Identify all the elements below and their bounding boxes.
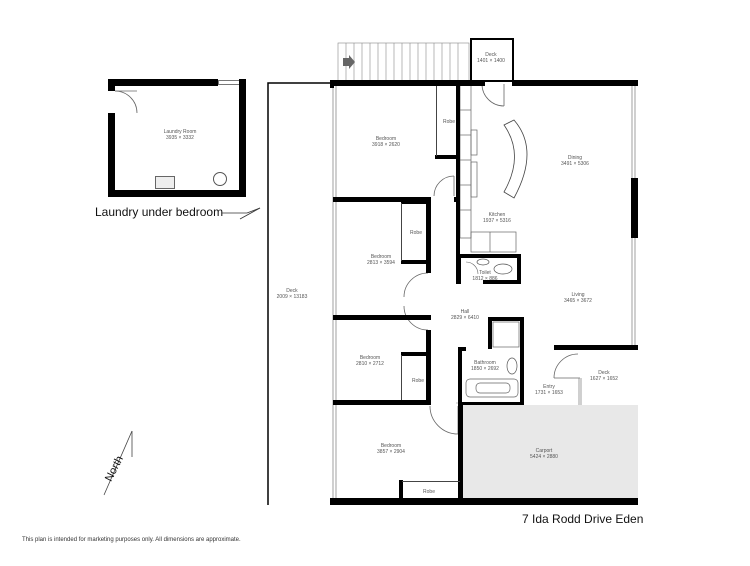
room-label-robe-1: Robe — [443, 119, 455, 125]
deck-top — [470, 38, 514, 82]
washer-icon — [213, 172, 227, 186]
room-label-robe-4: Robe — [423, 489, 435, 495]
carport-area — [463, 405, 638, 498]
wall — [108, 79, 115, 91]
wall — [108, 113, 115, 197]
disclaimer: This plan is intended for marketing purp… — [22, 537, 241, 543]
laundry-annotation: Laundry under bedroom — [95, 205, 224, 219]
room-label-robe-2: Robe — [410, 230, 422, 236]
wall — [108, 79, 218, 86]
wall — [239, 79, 246, 197]
stairs-arrow-icon — [343, 55, 355, 69]
sink-icon — [155, 176, 175, 189]
wall — [108, 190, 246, 197]
room-label-robe-3: Robe — [412, 378, 424, 384]
address-label: 7 Ida Rodd Drive Eden — [522, 512, 644, 526]
